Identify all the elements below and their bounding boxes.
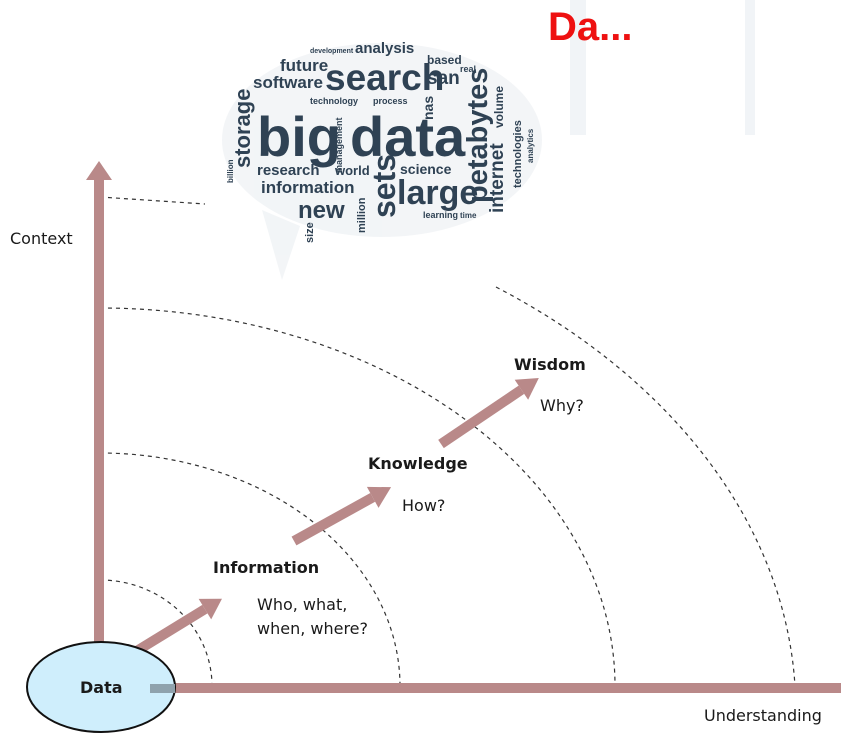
knowledge-question: How? [402, 496, 446, 515]
arc-top [99, 196, 206, 205]
word-big: big [257, 105, 341, 168]
word-analysis: analysis [355, 40, 414, 57]
word-technology: technology [310, 96, 358, 106]
background-strip [570, 0, 586, 135]
word-volume: volume [492, 86, 506, 128]
data-label: Data [80, 678, 123, 697]
data-node [26, 641, 176, 733]
arc-knowledge [99, 307, 616, 687]
x-axis-label: Understanding [704, 706, 822, 725]
word-world: world [334, 163, 370, 178]
word-real: real [460, 64, 476, 74]
word-new: new [298, 197, 345, 224]
y-axis-arrowhead [86, 161, 112, 180]
word-billion: billion [226, 159, 235, 183]
big-data-word-cloud: analysis development based real future s… [226, 40, 535, 243]
word-research: research [257, 162, 320, 179]
arc-wisdom [495, 286, 796, 687]
information-label: Information [213, 558, 320, 577]
word-internet: internet [487, 143, 508, 213]
word-large: large [397, 174, 478, 212]
word-storage: storage [230, 89, 255, 168]
y-axis [94, 178, 104, 686]
word-time: time [460, 211, 477, 220]
word-learning: learning [423, 210, 458, 220]
word-nas: nas [420, 96, 436, 120]
word-technologies: technologies [512, 120, 524, 188]
word-information: information [261, 178, 355, 197]
speech-bubble [222, 43, 542, 280]
y-axis-label: Context [10, 229, 73, 248]
word-petabytes: petabytes [462, 68, 494, 203]
wisdom-label: Wisdom [514, 355, 586, 374]
word-search: search [325, 57, 444, 98]
data-connector [150, 684, 175, 693]
information-question-2: when, where? [257, 619, 369, 638]
word-based: based [427, 53, 462, 67]
word-analytics: analytics [526, 128, 535, 163]
word-science: science [400, 161, 452, 177]
word-future: future [280, 56, 328, 75]
axes [86, 161, 841, 693]
slide-title: Da... [548, 5, 633, 49]
arrow-information-to-knowledge [291, 486, 392, 546]
progression-arrows [132, 378, 539, 657]
word-sets: sets [366, 154, 402, 218]
arc-information [99, 452, 401, 687]
word-san: san [427, 68, 460, 89]
information-question-1: Who, what, [257, 595, 348, 614]
arrow-data-to-information [132, 598, 222, 657]
background-strip [745, 0, 755, 135]
word-million: million [356, 197, 368, 233]
word-process: process [373, 96, 408, 106]
wisdom-question: Why? [540, 396, 584, 415]
word-size: size [304, 222, 316, 243]
word-management: management [334, 117, 344, 173]
dashed-arcs [99, 196, 796, 687]
x-axis [150, 683, 841, 693]
knowledge-label: Knowledge [368, 454, 468, 473]
arrow-knowledge-to-wisdom [438, 378, 539, 449]
word-data: data [350, 105, 466, 168]
word-software: software [253, 73, 323, 92]
word-development: development [310, 48, 354, 55]
